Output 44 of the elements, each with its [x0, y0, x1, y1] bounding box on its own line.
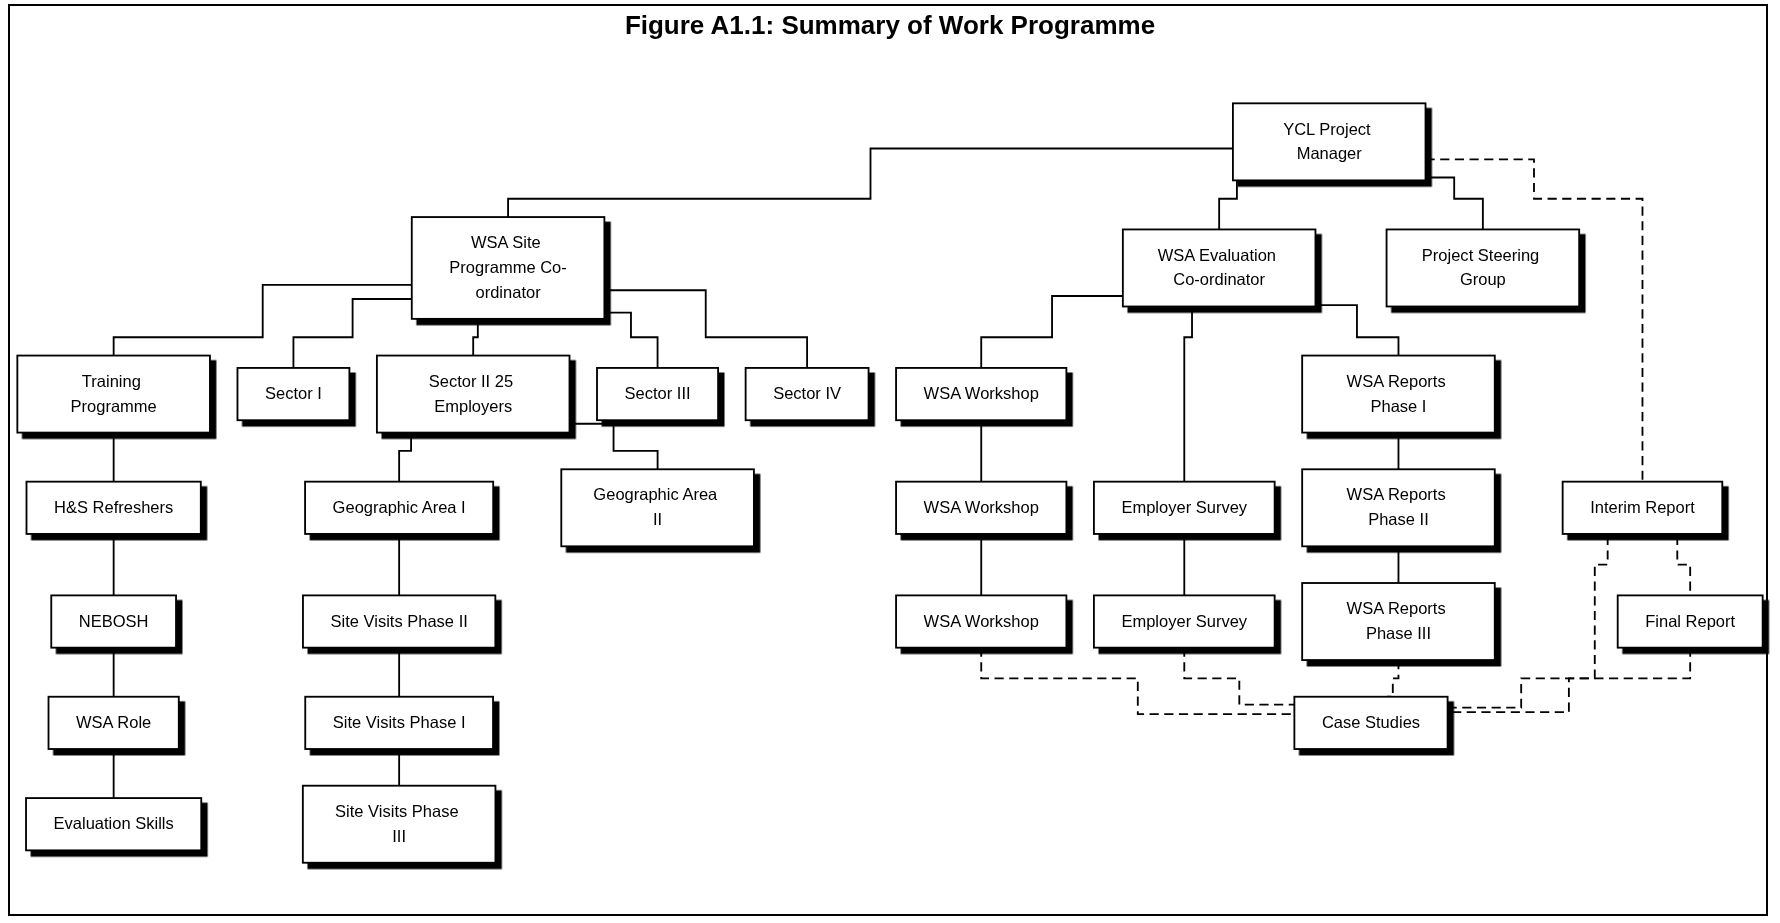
node-box: Case Studies [1293, 696, 1449, 751]
node-box: Sector IV [744, 367, 870, 422]
connector [1424, 177, 1484, 231]
node-box: Site Visits Phase I [304, 696, 494, 751]
connector [112, 748, 115, 800]
node-box: Interim Report [1561, 481, 1724, 536]
node-box: Site Visits Phase III [301, 785, 497, 865]
node-box: Training Programme [16, 355, 211, 434]
node-box: WSA Workshop [895, 594, 1068, 650]
connector [398, 647, 401, 699]
node-box: Employer Survey [1093, 594, 1276, 650]
figure-title: Figure A1.1: Summary of Work Programme [623, 10, 1157, 41]
node-box: Sector II 25 Employers [376, 355, 571, 434]
connector [1314, 304, 1400, 357]
connector [980, 533, 983, 597]
node-box: Sector I [236, 367, 351, 422]
connector [980, 419, 983, 484]
node-box: Site Visits Phase II [302, 594, 497, 650]
node-box: Geographic Area II [560, 468, 755, 548]
node-box: WSA Workshop [895, 481, 1068, 536]
connector [1397, 432, 1400, 471]
node-box: Geographic Area I [304, 481, 495, 536]
node-box: Employer Survey [1093, 481, 1276, 536]
connector [112, 432, 115, 484]
node-box: NEBOSH [50, 594, 177, 650]
node-box: WSA Reports Phase II [1301, 468, 1496, 548]
node-box: WSA Evaluation Co-ordinator [1121, 229, 1317, 308]
node-box: YCL Project Manager [1232, 102, 1427, 182]
connector [112, 647, 115, 699]
connector [1397, 545, 1400, 585]
connector [398, 533, 401, 597]
node-box: WSA Reports Phase I [1301, 355, 1496, 434]
node-box: Evaluation Skills [25, 797, 203, 852]
node-box: WSA Role [47, 696, 180, 751]
node-box: WSA Site Programme Co-ordinator [410, 216, 606, 321]
node-box: Sector III [596, 367, 720, 422]
connector [1183, 533, 1186, 597]
connector [112, 533, 115, 597]
connector [398, 748, 401, 788]
node-box: Final Report [1616, 594, 1764, 650]
node-box: Project Steering Group [1385, 229, 1581, 308]
node-box: H&S Refreshers [25, 481, 202, 536]
node-box: WSA Workshop [895, 367, 1068, 422]
node-box: WSA Reports Phase III [1301, 582, 1496, 662]
